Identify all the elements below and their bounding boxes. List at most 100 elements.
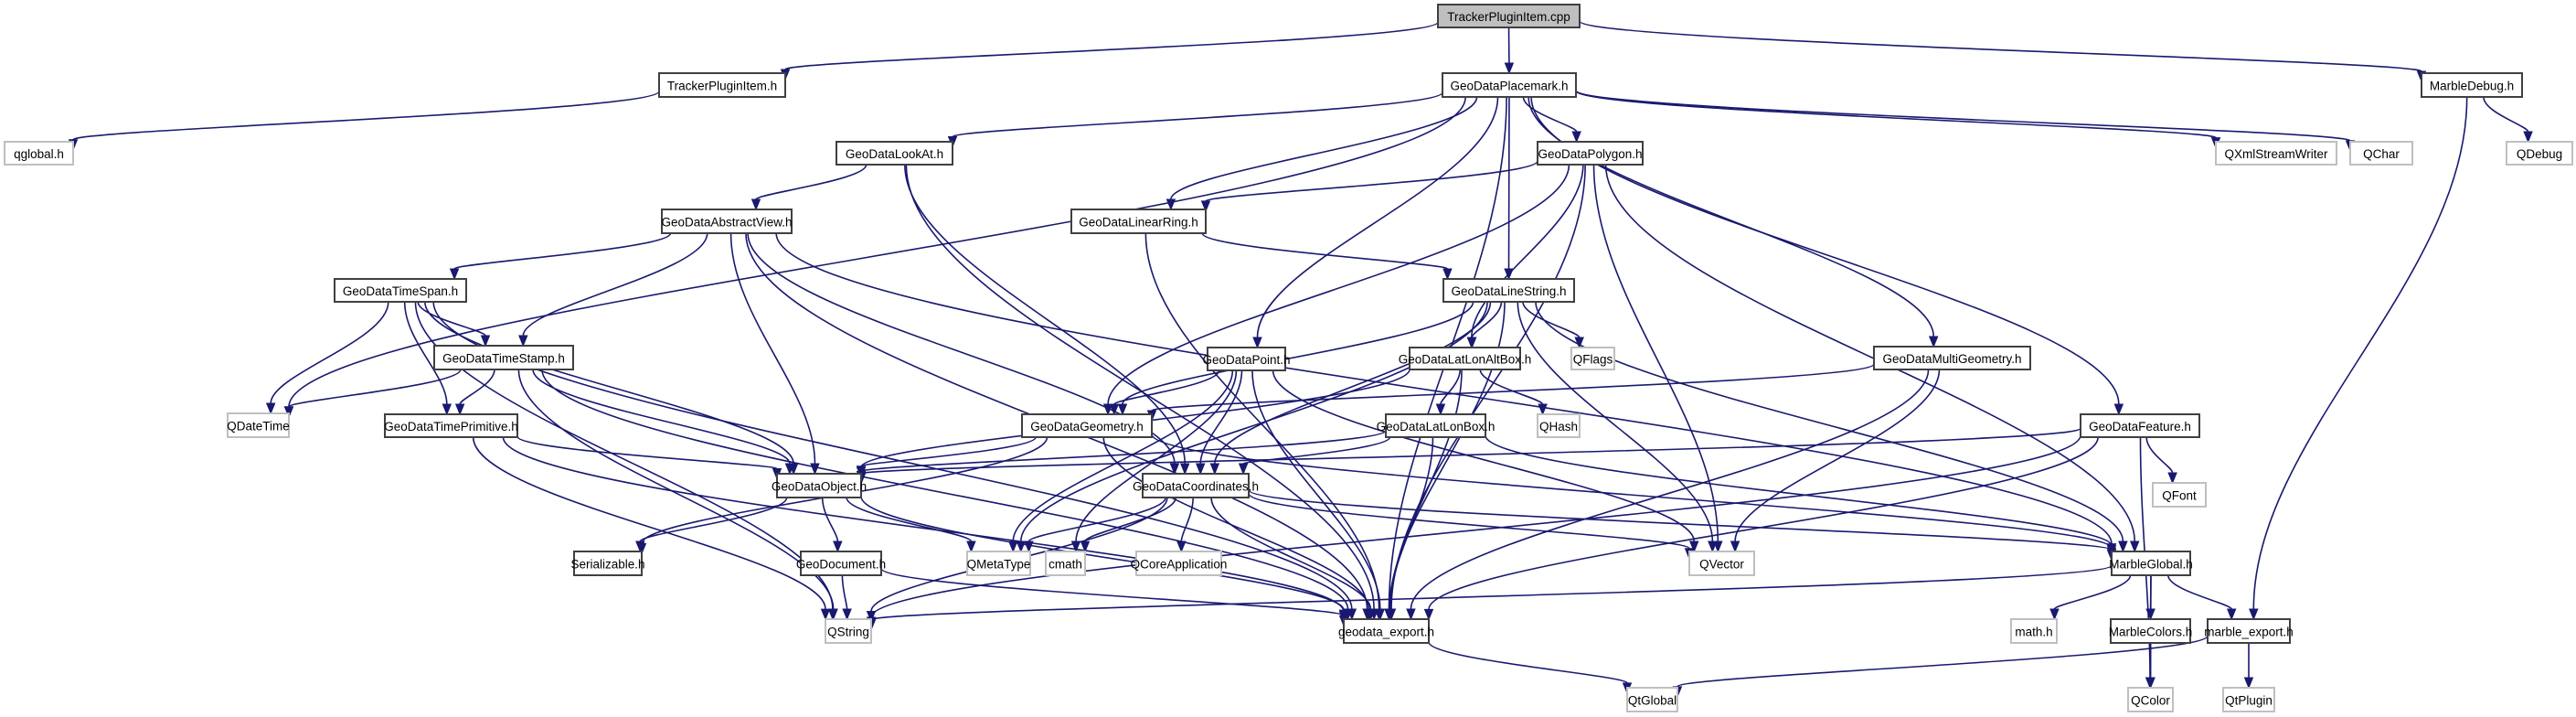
node-label: GeoDataLineString.h: [1451, 284, 1566, 298]
node-trackerpluginitem-cpp[interactable]: TrackerPluginItem.cpp: [1437, 4, 1581, 28]
node-box: [2349, 141, 2413, 166]
edge-line: [1113, 369, 1220, 405]
edge-line: [472, 436, 826, 610]
node-geodataobject-h[interactable]: GeoDataObject.h: [772, 473, 867, 498]
node-geodatalatlonaltbox-h[interactable]: GeoDataLatLonAltBox.h: [1399, 347, 1532, 370]
node-label: GeoDataPolygon.h: [1538, 147, 1642, 161]
node-box: [1688, 551, 1755, 576]
node-box: [227, 412, 290, 438]
node-label: QVector: [1699, 558, 1744, 572]
node-geodatafeature-h[interactable]: GeoDataFeature.h: [2080, 413, 2200, 438]
node-label: QCoreApplication: [1131, 558, 1228, 572]
edge-line: [1535, 301, 2124, 542]
node-label: TrackerPluginItem.cpp: [1447, 10, 1570, 24]
arrowhead-icon: [866, 611, 877, 623]
edge-geodatapoint-h-to-geodata-export-h: [1251, 369, 1386, 621]
edge-geodatalinestring-h-to-qvector: [1517, 301, 1718, 553]
edge-trackerpluginitem-cpp-to-trackerpluginitem-h: [780, 21, 1439, 81]
edge-geodatalinestring-h-to-geodatalatlonaltbox-h: [1466, 301, 1503, 349]
node-geodatatimespan-h[interactable]: GeoDataTimeSpan.h: [334, 278, 467, 303]
arrowhead-icon: [1574, 337, 1584, 349]
node-label: GeoDataPoint.h: [1202, 353, 1290, 367]
edge-line: [522, 232, 708, 337]
node-qflags: QFlags: [1570, 347, 1615, 370]
node-geodataabstractview-h[interactable]: GeoDataAbstractView.h: [661, 209, 793, 234]
edge-geodatacoordinates-h-to-cmath: [1080, 497, 1177, 553]
edge-line: [952, 91, 1443, 138]
edge-line: [2053, 574, 2132, 610]
arrowhead-icon: [1571, 131, 1581, 144]
node-box: [573, 551, 643, 576]
node-label: QDateTime: [227, 420, 290, 433]
node-qstring: QString: [825, 618, 872, 644]
edge-trackerpluginitem-cpp-to-marbledebug-h: [1579, 20, 2427, 83]
edge-line: [1579, 20, 2422, 72]
edge-line: [1210, 497, 1372, 610]
edge-geodatacoordinates-h-to-qcoreapplication: [1176, 497, 1194, 553]
arrowhead-icon: [1730, 540, 1740, 553]
node-geodatalatlonbox-h[interactable]: GeoDataLatLonBox.h: [1377, 413, 1496, 438]
node-geodatamultigeometry-h[interactable]: GeoDataMultiGeometry.h: [1873, 346, 2031, 370]
edge-line: [784, 21, 1439, 70]
edge-line: [417, 301, 486, 337]
arrowhead-icon: [2113, 403, 2124, 416]
node-geodatatimeprimitive-h[interactable]: GeoDataTimePrimitive.h: [384, 413, 518, 438]
node-serializable-h[interactable]: Serializable.h: [570, 551, 645, 576]
node-geodatageometry-h[interactable]: GeoDataGeometry.h: [1021, 413, 1153, 438]
node-label: QXmlStreamWriter: [2224, 147, 2328, 161]
node-marbledebug-h[interactable]: MarbleDebug.h: [2421, 72, 2523, 98]
edge-line: [270, 301, 389, 404]
edge-geodatapolygon-h-to-geodatalinearring-h: [1200, 160, 1538, 213]
node-geodocument-h[interactable]: GeoDocument.h: [796, 551, 886, 576]
node-geodatacoordinates-h[interactable]: GeoDataCoordinates.h: [1133, 473, 1259, 498]
node-geodatalookat-h[interactable]: GeoDataLookAt.h: [836, 141, 953, 166]
node-marbleglobal-h[interactable]: MarbleGlobal.h: [2109, 551, 2193, 576]
arrowhead-icon: [1252, 337, 1262, 349]
edge-line: [1199, 369, 1243, 465]
edge-line: [1201, 232, 1449, 270]
node-box: [2152, 482, 2207, 508]
arrowhead-icon: [1423, 608, 1434, 621]
edge-line: [2145, 436, 2174, 474]
edge-line: [755, 164, 868, 200]
edge-line: [1151, 363, 1875, 412]
edge-line: [2252, 96, 2468, 610]
edge-marblecolors-h-to-qcolor: [2145, 643, 2156, 690]
arrowhead-icon: [480, 335, 491, 348]
node-qdatetime: QDateTime: [227, 412, 290, 438]
arrowhead-icon: [1238, 463, 1249, 476]
arrowhead-icon: [750, 198, 761, 211]
edge-geodatalatlonbox-h-to-geodatacoordinates-h: [1238, 436, 1391, 476]
arrowhead-icon: [966, 540, 976, 553]
node-marble-export-h[interactable]: marble_export.h: [2204, 618, 2294, 644]
node-geodatalinestring-h[interactable]: GeoDataLineString.h: [1442, 278, 1575, 303]
edge-geodataplacemark-h-to-geodatalookat-h: [947, 91, 1443, 148]
node-label: GeoDataObject.h: [772, 480, 867, 494]
edge-geodatalookat-h-to-geodataabstractview-h: [750, 164, 868, 211]
arrowhead-icon: [2523, 131, 2533, 144]
edge-line: [1471, 164, 1584, 338]
edge-geodataabstractview-h-to-geodatatimestamp-h: [518, 232, 708, 348]
edge-geodataplacemark-h-to-qxmlstreamwriter: [1575, 90, 2221, 149]
node-geodatapoint-h[interactable]: GeoDataPoint.h: [1202, 347, 1291, 371]
edge-geodatamultigeometry-h-to-geodatageometry-h: [1146, 363, 1875, 423]
node-box: [1070, 209, 1207, 234]
arrowhead-icon: [1689, 540, 1699, 553]
edge-line: [904, 164, 1187, 465]
node-geodata-export-h[interactable]: geodata_export.h: [1338, 618, 1434, 644]
node-geodatalinearring-h[interactable]: GeoDataLinearRing.h: [1070, 209, 1207, 234]
arrowhead-icon: [1024, 540, 1034, 553]
node-box: [4, 141, 74, 166]
edge-line: [860, 430, 1387, 473]
node-label: GeoDataLatLonAltBox.h: [1399, 353, 1532, 367]
node-trackerpluginitem-h[interactable]: TrackerPluginItem.h: [658, 72, 786, 98]
node-geodataplacemark-h[interactable]: GeoDataPlacemark.h: [1442, 72, 1577, 98]
arrowhead-icon: [833, 540, 843, 553]
node-box: [2506, 141, 2573, 166]
edge-line: [1144, 232, 1380, 610]
node-geodatatimestamp-h[interactable]: GeoDataTimeStamp.h: [433, 345, 574, 370]
arrowhead-icon: [828, 608, 838, 621]
node-geodatapolygon-h[interactable]: GeoDataPolygon.h: [1537, 141, 1644, 166]
node-marblecolors-h[interactable]: MarbleColors.h: [2109, 618, 2193, 644]
node-label: QHash: [1539, 420, 1578, 433]
